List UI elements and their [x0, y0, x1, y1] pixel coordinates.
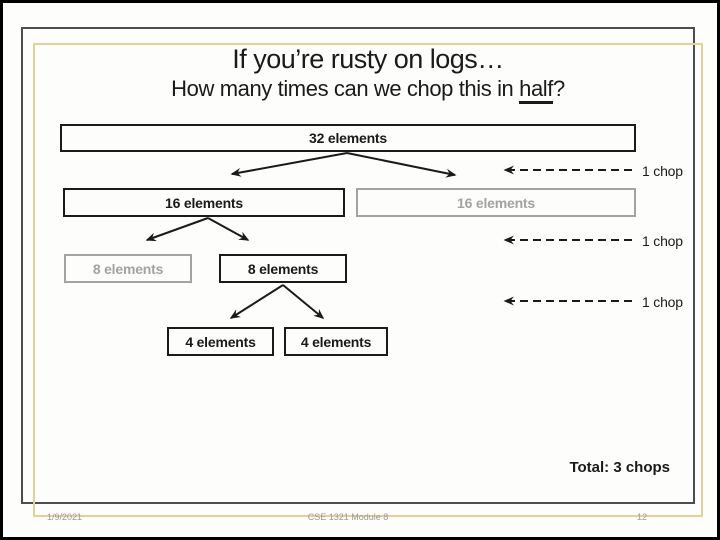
chop-label-2: 1 chop — [642, 233, 683, 249]
chop-label-3: 1 chop — [642, 294, 683, 310]
box-label: 32 elements — [309, 130, 387, 146]
box-16-elements-right: 16 elements — [356, 188, 636, 217]
box-label: 4 elements — [300, 333, 372, 350]
slide-subtitle: How many times can we chop this in half? — [33, 76, 703, 104]
box-label: 16 elements — [457, 194, 535, 211]
subtitle-suffix: ? — [552, 76, 565, 101]
box-4-elements-left: 4 elements — [167, 327, 274, 356]
box-label: 16 elements — [165, 194, 243, 211]
gold-accent-frame — [33, 43, 703, 517]
footer-date: 1/9/2021 — [47, 512, 83, 522]
box-16-elements-left: 16 elements — [63, 188, 345, 217]
slide-title: If you’re rusty on logs… — [232, 44, 504, 74]
subtitle-prefix: How many times can we chop this in — [171, 76, 520, 101]
box-4-elements-right: 4 elements — [284, 327, 388, 356]
box-label: 8 elements — [247, 260, 319, 277]
subtitle-underlined-word: half — [519, 76, 553, 104]
inner-gray-frame — [21, 27, 695, 504]
footer-page-number: 12 — [637, 512, 648, 522]
footer-course-label: CSE 1321 Module 8 — [307, 512, 389, 522]
total-chops-text: Total: 3 chops — [569, 459, 670, 476]
box-label: 4 elements — [185, 333, 256, 350]
box-32-elements: 32 elements — [60, 124, 636, 152]
box-label: 8 elements — [92, 260, 164, 277]
box-8-elements-left: 8 elements — [64, 254, 192, 283]
chop-label-1: 1 chop — [642, 163, 683, 179]
box-8-elements-right: 8 elements — [219, 254, 347, 283]
